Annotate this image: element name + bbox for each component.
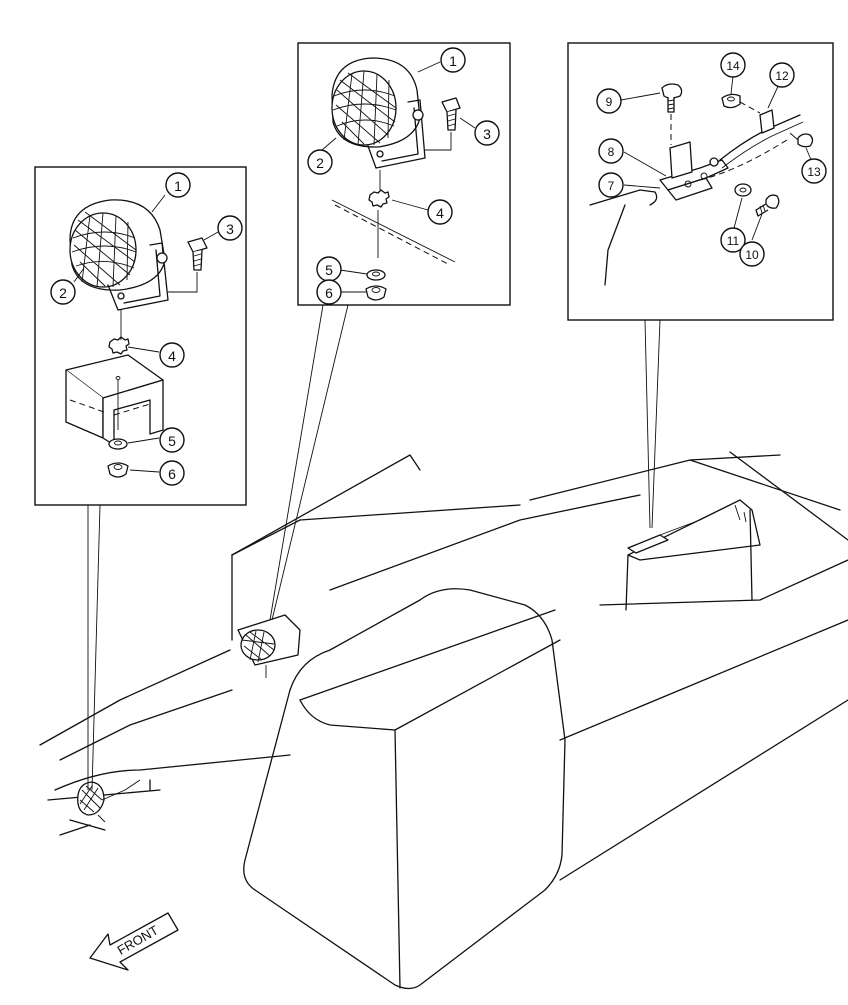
detail-panel-middle: 1 2 3 4 5 6 [297,42,511,306]
svg-text:1: 1 [174,178,182,194]
svg-text:7: 7 [608,179,615,193]
callout-right-8: 8 [598,138,624,164]
callouts-middle: 1 2 3 4 5 6 [307,47,500,305]
bolt-left [168,237,208,293]
bolt-right-10 [755,194,780,217]
svg-text:4: 4 [168,348,176,364]
svg-text:12: 12 [775,69,789,83]
leader-lines [87,304,661,791]
svg-text:3: 3 [226,221,234,237]
callout-left-4: 4 [159,342,185,368]
callout-middle-2: 2 [307,149,333,175]
svg-text:5: 5 [168,433,176,449]
callout-left-6: 6 [159,460,185,486]
callout-right-14: 14 [720,52,746,78]
nut-left [107,462,129,478]
callout-left-3: 3 [217,215,243,241]
svg-text:8: 8 [608,145,615,159]
machine-body [39,451,848,990]
callout-right-9: 9 [596,88,622,114]
mount-channel-left [65,354,164,446]
work-lamp-left [69,199,169,311]
svg-text:1: 1 [449,53,457,69]
boom-lamp-small [77,779,141,823]
bolt-right-13 [789,132,814,148]
callout-middle-6: 6 [316,279,342,305]
callouts-left: 1 2 3 4 5 6 [50,172,243,486]
callout-right-10: 10 [739,241,765,267]
callout-left-1: 1 [165,172,191,198]
flat-washer-middle [366,269,386,281]
detail-panel-right: 9 14 12 8 7 13 11 10 [567,42,834,321]
lock-washer-left [108,336,130,355]
svg-text:6: 6 [325,285,333,301]
svg-text:13: 13 [807,165,821,179]
bolt-middle [425,97,461,151]
svg-text:11: 11 [727,234,740,248]
screw-right [661,83,683,145]
svg-text:2: 2 [59,285,67,301]
svg-text:4: 4 [436,205,444,221]
svg-text:9: 9 [606,95,613,109]
callout-left-5: 5 [159,427,185,453]
flat-washer-left [108,438,128,450]
callouts-right: 9 14 12 8 7 13 11 10 [596,52,827,267]
svg-text:2: 2 [316,155,324,171]
svg-text:6: 6 [168,466,176,482]
callout-middle-4: 4 [427,199,453,225]
callout-middle-5: 5 [316,256,342,282]
nut-middle [365,285,387,301]
svg-text:10: 10 [745,248,759,262]
svg-text:5: 5 [325,262,333,278]
front-arrow: FRONT [89,912,179,971]
lock-washer-middle [368,189,390,208]
callout-right-13: 13 [801,158,827,184]
work-lamp-middle [331,57,426,169]
washer-right [734,183,752,197]
svg-text:14: 14 [726,59,740,73]
hood-lamp-small [237,614,301,678]
svg-text:3: 3 [483,126,491,142]
clamp-bracket-right [659,141,729,201]
callout-middle-3: 3 [474,120,500,146]
callout-right-7: 7 [598,172,624,198]
callout-left-2: 2 [50,279,76,305]
cover-bracket-small [627,504,747,554]
detail-panel-left: 1 2 3 4 5 6 [34,166,247,506]
wire-clip-right [759,109,775,134]
callout-right-11: 11 [720,227,746,253]
callout-middle-1: 1 [440,47,466,73]
nut-right [721,93,741,109]
callout-right-12: 12 [769,62,795,88]
